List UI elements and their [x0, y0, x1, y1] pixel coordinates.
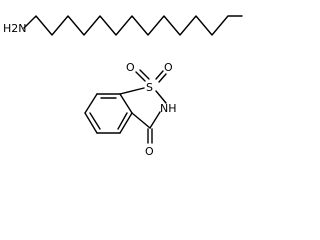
s-o-double-bond: [135, 71, 146, 82]
nitrogen-label: NH: [160, 102, 177, 115]
structure-drawing: H2N: [3, 15, 243, 158]
n-c-bond: [149, 111, 161, 129]
c-c-bond: [131, 112, 151, 129]
c-s-bond: [119, 87, 145, 95]
dodecylamine-structure: H2N: [3, 15, 243, 36]
s-o-double-bond: [139, 69, 150, 80]
benzene-ring: [84, 93, 133, 134]
amine-label: H2N: [3, 22, 27, 35]
dodecyl-chain-bonds: [23, 15, 243, 36]
carbonyl-oxygen-label: O: [145, 145, 154, 158]
ring-bond: [84, 112, 98, 134]
oxygen-label: O: [164, 61, 173, 74]
sulfur-label: S: [146, 81, 153, 94]
oxygen-label: O: [126, 61, 135, 74]
ring-bond: [119, 93, 133, 114]
s-o-double-bond: [158, 73, 167, 83]
ring-double-bond: [117, 112, 128, 130]
saccharin-structure: S O O NH O: [84, 61, 177, 158]
s-n-bond: [155, 90, 167, 104]
ring-bond: [119, 112, 133, 134]
ring-bond: [84, 93, 98, 114]
structure-canvas: H2N: [3, 15, 243, 158]
s-o-double-bond: [155, 70, 164, 80]
ring-double-bond: [89, 112, 101, 130]
